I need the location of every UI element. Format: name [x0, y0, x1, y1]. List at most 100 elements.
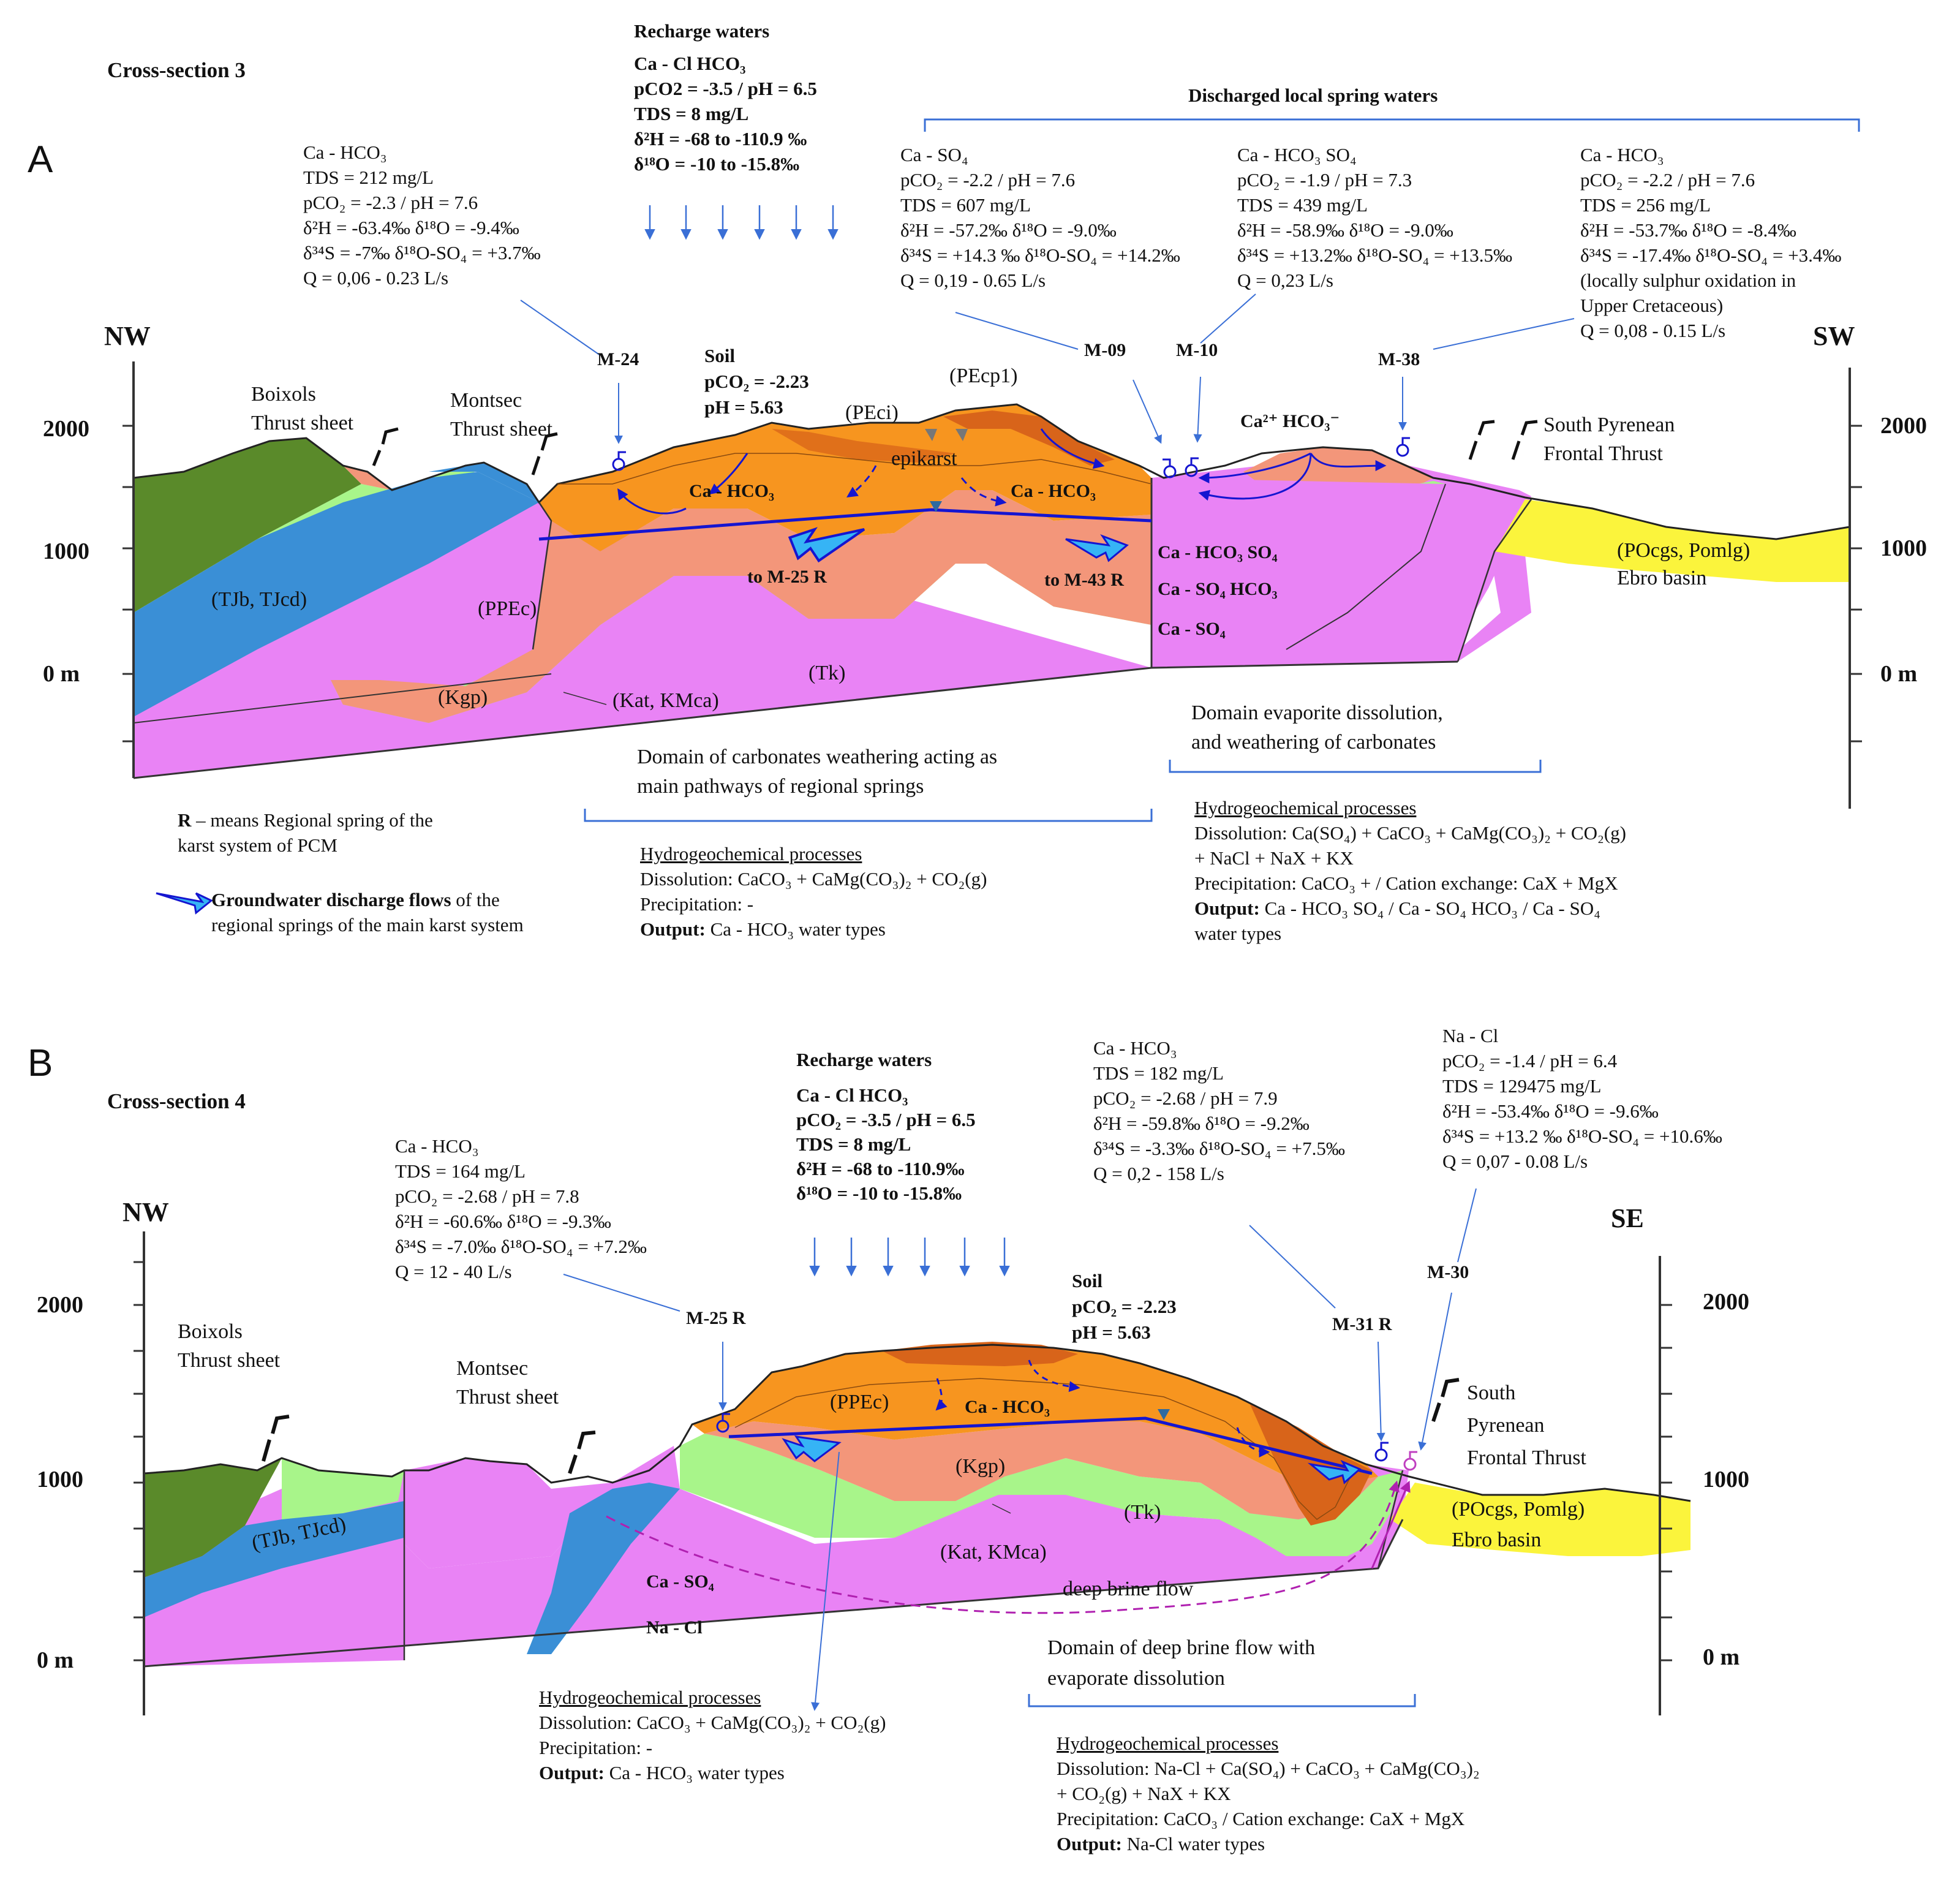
domain-line: evaporate dissolution [1047, 1667, 1225, 1690]
unit-tk-b: (Tk) [1124, 1501, 1161, 1524]
deep-brine-label: deep brine flow [1063, 1578, 1194, 1600]
boixols-label-a: Boixols [251, 383, 316, 406]
spft-label-b: South [1467, 1382, 1516, 1404]
info-line: δ³⁴S = +14.3 ‰ δ¹⁸O-SO₄ = +14.2‰ [900, 244, 1180, 266]
spring-label-m09: M-09 [1084, 340, 1126, 360]
info-line: Upper Cretaceous) [1580, 295, 1724, 316]
layer-ppec-b [692, 1345, 1378, 1483]
panel-a-soil-block: Soil pCO₂ = -2.23 pH = 5.63 [704, 343, 809, 420]
info-line: Na - Cl [1442, 1025, 1499, 1046]
boixols-sheet-a: Thrust sheet [251, 412, 354, 434]
info-line: δ²H = -53.4‰ δ¹⁸O = -9.6‰ [1442, 1100, 1659, 1122]
proc-title: Hydrogeochemical processes [539, 1687, 761, 1708]
proc-line: Dissolution: CaCO₃ + CaMg(CO₃)₂ + CO₂(g) [640, 868, 987, 890]
layer-kgp-a [331, 490, 1152, 723]
proc-title: Hydrogeochemical processes [640, 843, 862, 864]
info-line: δ²H = -63.4‰ δ¹⁸O = -9.4‰ [303, 217, 519, 238]
unit-kat-a: (Kat, KMca) [612, 689, 719, 712]
layer-pecp1-a [943, 410, 1115, 466]
info-line: TDS = 439 mg/L [1237, 194, 1368, 216]
water-type-a6: Ca²⁺ HCO₃⁻ [1240, 411, 1340, 431]
domain-right-a: Domain evaporite dissolution, and weathe… [1191, 698, 1443, 757]
recharge-line: pCO₂ = -3.5 / pH = 6.5 [796, 1109, 976, 1130]
panel-a-elev-0-left: 0 m [43, 661, 80, 687]
proc-right-b: Hydrogeochemical processes Dissolution: … [1057, 1731, 1480, 1856]
info-line: δ²H = -60.6‰ δ¹⁸O = -9.3‰ [395, 1211, 611, 1232]
unit-kgp-a: (Kgp) [438, 686, 488, 709]
deep-brine-flow-path [606, 1480, 1400, 1614]
unit-ppec-a: (PPEc) [478, 597, 537, 620]
discharge-arrow-b1 [782, 1435, 842, 1462]
proc-line: Precipitation: CaCO₃ + / Cation exchange… [1194, 872, 1618, 894]
info-line: δ³⁴S = +13.2‰ δ¹⁸O-SO₄ = +13.5‰ [1237, 244, 1512, 266]
info-line: Ca - HCO₃ [395, 1135, 479, 1157]
legend-r-text: – means Regional spring of the [191, 809, 433, 831]
panel-a-elev-0-right: 0 m [1880, 661, 1918, 687]
layer-tjb-b [144, 1501, 404, 1617]
panel-a-geology [123, 118, 1862, 915]
proc-line: Precipitation: - [640, 893, 754, 915]
proc-output: Ca - HCO₃ water types [710, 918, 886, 940]
info-line: δ²H = -58.9‰ δ¹⁸O = -9.0‰ [1237, 219, 1453, 241]
info-line: TDS = 607 mg/L [900, 194, 1031, 216]
montsec-sheet-b: Thrust sheet [456, 1386, 559, 1408]
info-line: Q = 0,2 - 158 L/s [1093, 1163, 1224, 1184]
spft-label2-b: Pyrenean [1467, 1414, 1545, 1437]
discharge-arrow-m43 [1065, 534, 1129, 562]
panel-b-geology [134, 1188, 1691, 1715]
spring-label-m31: M-31 R [1332, 1314, 1392, 1334]
info-line: TDS = 212 mg/L [303, 167, 434, 188]
recharge-line: δ²H = -68 to -110.9 ‰ [634, 128, 807, 149]
spring-label-m25: M-25 R [686, 1308, 746, 1328]
soil-line: Soil [1072, 1270, 1102, 1291]
unit-kgp-b: (Kgp) [956, 1455, 1006, 1478]
water-type-a1: Ca - HCO₃ [689, 481, 774, 501]
proc-output-label: Output: [1194, 898, 1260, 919]
flow-label-m25: to M-25 R [747, 567, 827, 587]
soil-line: pCO₂ = -2.23 [1072, 1296, 1177, 1317]
proc-right-a: Hydrogeochemical processes Dissolution: … [1194, 795, 1626, 946]
info-line: pCO₂ = -1.4 / pH = 6.4 [1442, 1050, 1618, 1072]
panel-b-soil-block: Soil pCO₂ = -2.23 pH = 5.63 [1072, 1268, 1177, 1345]
m30-info-block: Na - Cl pCO₂ = -1.4 / pH = 6.4 TDS = 129… [1442, 1023, 1722, 1174]
recharge-line: pCO2 = -3.5 / pH = 6.5 [634, 78, 817, 99]
water-type-a4: Ca - SO₄ HCO₃ [1158, 579, 1278, 599]
info-line: δ³⁴S = +13.2 ‰ δ¹⁸O-SO₄ = +10.6‰ [1442, 1125, 1722, 1147]
montsec-sheet-a: Thrust sheet [450, 418, 553, 440]
proc-line: + NaCl + NaX + KX [1194, 847, 1354, 869]
proc-line: Precipitation: - [539, 1737, 653, 1758]
spft-label-a: South Pyrenean [1544, 414, 1675, 436]
spring-label-m38: M-38 [1378, 349, 1420, 369]
info-line: δ³⁴S = -17.4‰ δ¹⁸O-SO₄ = +3.4‰ [1580, 244, 1842, 266]
spring-symbol-m31 [1374, 1442, 1389, 1462]
panel-b-recharge-block: Recharge waters Ca - Cl HCO₃ pCO₂ = -3.5… [796, 1048, 976, 1206]
soil-line: pCO₂ = -2.23 [704, 371, 809, 392]
panel-a-elev-1000-left: 1000 [43, 539, 89, 564]
panel-b-nw-label: NW [123, 1197, 169, 1227]
domain-line: Domain of carbonates weathering acting a… [637, 746, 998, 768]
legend-r-text2: karst system of PCM [178, 834, 337, 856]
panel-b-elev-2000-right: 2000 [1703, 1289, 1749, 1315]
info-line: Q = 0,07 - 0.08 L/s [1442, 1151, 1588, 1172]
info-line: Q = 0,08 - 0.15 L/s [1580, 320, 1726, 341]
info-line: pCO₂ = -2.68 / pH = 7.9 [1093, 1087, 1278, 1109]
spring-symbol-m09 [1163, 457, 1199, 478]
spring-label-m24: M-24 [597, 349, 639, 369]
proc-left-b: Hydrogeochemical processes Dissolution: … [539, 1685, 886, 1785]
info-line: Ca - HCO₃ [1580, 144, 1664, 165]
soil-line: pH = 5.63 [1072, 1321, 1151, 1343]
panel-a-letter: A [28, 138, 53, 181]
montsec-label-a: Montsec [450, 389, 522, 412]
info-line: Q = 12 - 40 L/s [395, 1261, 512, 1282]
layer-boixols-green-a [134, 438, 361, 613]
layer-boixols-green-b [144, 1458, 282, 1578]
boixols-label-b: Boixols [178, 1320, 243, 1343]
info-line: δ²H = -53.7‰ δ¹⁸O = -8.4‰ [1580, 219, 1796, 241]
panel-b-elev-2000-left: 2000 [37, 1292, 83, 1318]
recharge-line: TDS = 8 mg/L [634, 103, 749, 124]
discharged-header: Discharged local spring waters [1188, 85, 1438, 106]
recharge-line: δ¹⁸O = -10 to -15.8‰ [634, 153, 800, 175]
discharge-arrow-b2 [1307, 1459, 1362, 1484]
spring-label-m30: M-30 [1427, 1262, 1469, 1282]
